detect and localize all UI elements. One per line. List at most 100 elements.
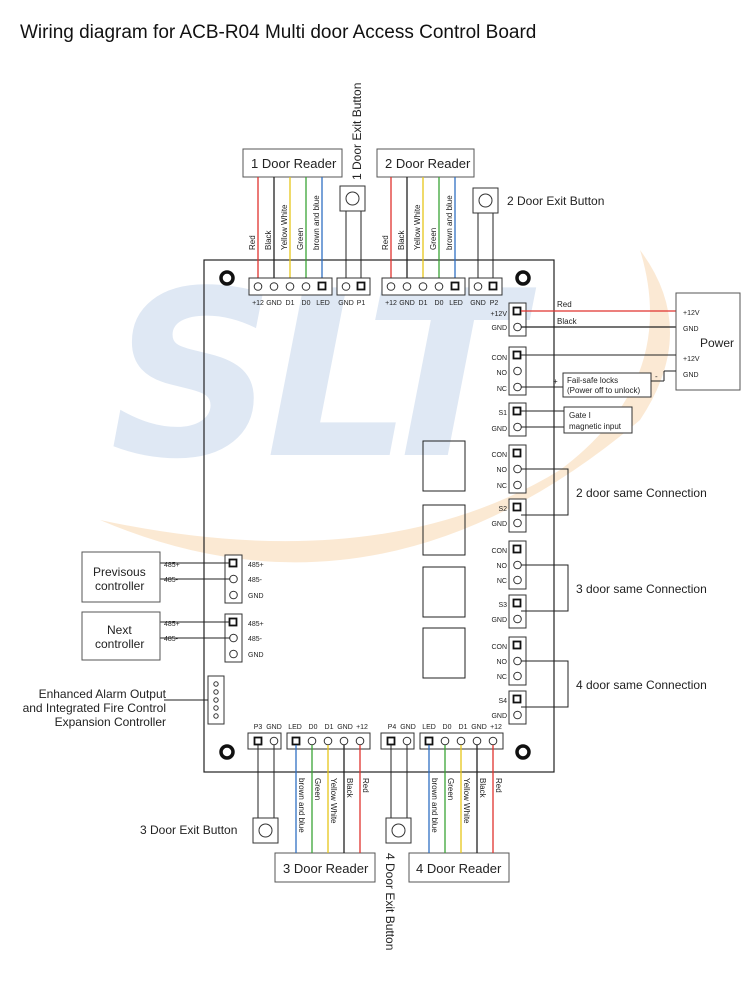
terminal-block-relay-4: CON NO NC (491, 636, 527, 686)
svg-text:CON: CON (491, 452, 507, 459)
svg-text:GND: GND (248, 652, 264, 659)
svg-text:P1: P1 (357, 300, 366, 307)
svg-text:GND: GND (471, 724, 487, 731)
svg-text:NO: NO (497, 563, 508, 570)
svg-text:+12: +12 (356, 724, 368, 731)
svg-text:GND: GND (683, 372, 699, 379)
svg-text:Gate I: Gate I (569, 411, 591, 420)
terminal-block-lock: CON NO NC (491, 346, 527, 396)
door-2-bracket (521, 468, 569, 516)
svg-text:P4: P4 (388, 724, 397, 731)
alarm-connector (164, 675, 225, 725)
svg-text:Red: Red (248, 235, 257, 250)
svg-text:NC: NC (497, 386, 507, 393)
terminal-block-reader-1: +12 GND D1 D0 LED (248, 277, 333, 307)
svg-text:brown and blue: brown and blue (312, 195, 321, 250)
lock-wiring (521, 354, 676, 388)
svg-text:CON: CON (491, 644, 507, 651)
terminal-block-exit-3: P3 GND (247, 724, 282, 750)
svg-text:485+: 485+ (248, 621, 264, 628)
reader-4-wires (428, 745, 494, 853)
door-4-bracket (521, 660, 569, 708)
reader-4-wire-labels: brown and blue Green Yellow White Black … (430, 778, 503, 833)
svg-text:GND: GND (248, 593, 264, 600)
svg-text:and Integrated Fire Control: and Integrated Fire Control (23, 701, 166, 715)
power-black-label: Black (557, 317, 578, 326)
svg-text:LED: LED (288, 724, 302, 731)
svg-text:D0: D0 (309, 724, 318, 731)
svg-text:D1: D1 (325, 724, 334, 731)
door-4-same-connection-label: 4 door same Connection (576, 678, 707, 692)
svg-text:+12V: +12V (683, 356, 700, 363)
reader-4-box: 4 Door Reader (408, 852, 510, 883)
svg-text:LED: LED (449, 300, 463, 307)
terminal-block-exit-4: P4 GND (380, 724, 416, 750)
svg-text:D0: D0 (302, 300, 311, 307)
svg-text:NC: NC (497, 578, 507, 585)
svg-text:+12V: +12V (683, 310, 700, 317)
svg-text:Yellow White: Yellow White (280, 204, 289, 250)
reader-3-wires (295, 745, 361, 853)
svg-text:Next: Next (107, 623, 132, 637)
svg-text:2 Door Exit Button: 2 Door Exit Button (507, 194, 604, 208)
svg-text:-: - (655, 372, 658, 381)
svg-text:Red: Red (494, 778, 503, 793)
relay-blocks (422, 440, 466, 679)
svg-text:+12: +12 (490, 724, 502, 731)
svg-text:brown and blue: brown and blue (445, 195, 454, 250)
svg-text:GND: GND (400, 724, 416, 731)
svg-text:GND: GND (337, 724, 353, 731)
svg-text:(Power off to unlock): (Power off to unlock) (567, 386, 641, 395)
svg-text:Yellow White: Yellow White (413, 204, 422, 250)
svg-text:3 Door Exit Button: 3 Door Exit Button (140, 823, 237, 837)
svg-text:Power: Power (700, 336, 734, 350)
svg-text:P2: P2 (490, 300, 499, 307)
terminal-block-rs485-out: 485+ 485- GND (224, 613, 264, 663)
svg-text:+12: +12 (385, 300, 397, 307)
svg-text:D0: D0 (435, 300, 444, 307)
svg-text:NO: NO (497, 370, 508, 377)
svg-text:Red: Red (381, 235, 390, 250)
svg-text:+: + (553, 377, 558, 386)
terminal-block-sensor-3: S3 GND (491, 594, 527, 629)
power-supply-box: Power +12V GND +12V GND (675, 292, 741, 391)
mounting-holes (219, 270, 531, 760)
svg-text:485-: 485- (248, 577, 263, 584)
terminal-block-sensor-2: S2 GND (491, 498, 527, 533)
svg-text:LED: LED (422, 724, 436, 731)
svg-text:3 Door Reader: 3 Door Reader (283, 861, 369, 876)
svg-text:S3: S3 (498, 602, 507, 609)
reader-1-box: 1 Door Reader (242, 148, 343, 178)
svg-text:Green: Green (446, 778, 455, 800)
svg-text:GND: GND (266, 300, 282, 307)
svg-text:485+: 485+ (164, 621, 180, 628)
svg-text:GND: GND (491, 521, 507, 528)
svg-text:S4: S4 (498, 698, 507, 705)
reader-3-box: 3 Door Reader (274, 852, 376, 883)
svg-text:485-: 485- (248, 636, 263, 643)
svg-text:4 Door Reader: 4 Door Reader (416, 861, 502, 876)
magnetic-input-box: Gate I magnetic input (563, 406, 633, 434)
svg-text:NC: NC (497, 483, 507, 490)
svg-text:Expansion Controller: Expansion Controller (55, 715, 166, 729)
svg-text:D1: D1 (459, 724, 468, 731)
sensor-1-wiring (521, 410, 564, 428)
svg-text:Black: Black (478, 778, 487, 799)
terminal-block-exit-1: GND P1 (336, 277, 371, 307)
svg-text:4 Door Exit Button: 4 Door Exit Button (383, 853, 397, 950)
terminal-block-relay-2: CON NO NC (491, 444, 527, 494)
svg-text:485-: 485- (164, 636, 179, 643)
svg-text:GND: GND (399, 300, 415, 307)
svg-text:S2: S2 (498, 506, 507, 513)
terminal-block-relay-3: CON NO NC (491, 540, 527, 590)
exit-button-1: 1 Door Exit Button (339, 83, 366, 284)
svg-text:brown and blue: brown and blue (297, 778, 306, 833)
svg-text:2 Door Reader: 2 Door Reader (385, 156, 471, 171)
terminal-block-reader-3: LED D0 D1 GND +12 (286, 724, 371, 750)
svg-text:brown and blue: brown and blue (430, 778, 439, 833)
svg-text:S1: S1 (498, 410, 507, 417)
svg-text:Previsous: Previsous (93, 565, 146, 579)
svg-text:D1: D1 (419, 300, 428, 307)
svg-text:Fail-safe locks: Fail-safe locks (567, 376, 618, 385)
svg-text:P3: P3 (254, 724, 263, 731)
